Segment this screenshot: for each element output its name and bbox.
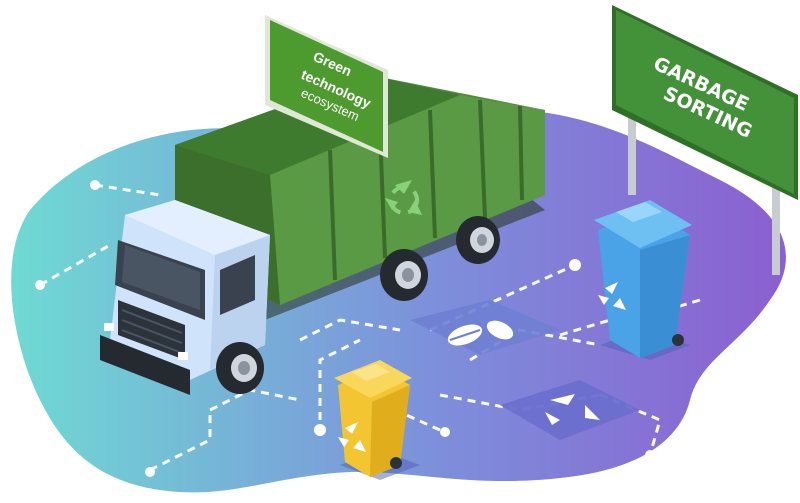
recycle-icon bbox=[598, 282, 626, 310]
garbage-sorting-sign: GARBAGE SORTING bbox=[612, 5, 798, 275]
leaves-icon bbox=[447, 320, 514, 346]
truck-cab bbox=[100, 200, 270, 395]
green-technology-billboard: Green technology ecosystem bbox=[265, 15, 388, 158]
leaves-tile bbox=[410, 300, 560, 355]
recycle-icon bbox=[385, 180, 422, 215]
recycle-arrows-icon bbox=[545, 394, 600, 425]
network-nodes bbox=[35, 180, 655, 477]
truck-wheels bbox=[216, 216, 500, 394]
garbage-truck: Green technology ecosystem bbox=[100, 15, 545, 395]
recycle-icon bbox=[338, 422, 366, 452]
blue-recycling-bin bbox=[594, 200, 692, 360]
recycle-tile bbox=[500, 380, 640, 440]
yellow-recycling-bin bbox=[334, 360, 420, 480]
